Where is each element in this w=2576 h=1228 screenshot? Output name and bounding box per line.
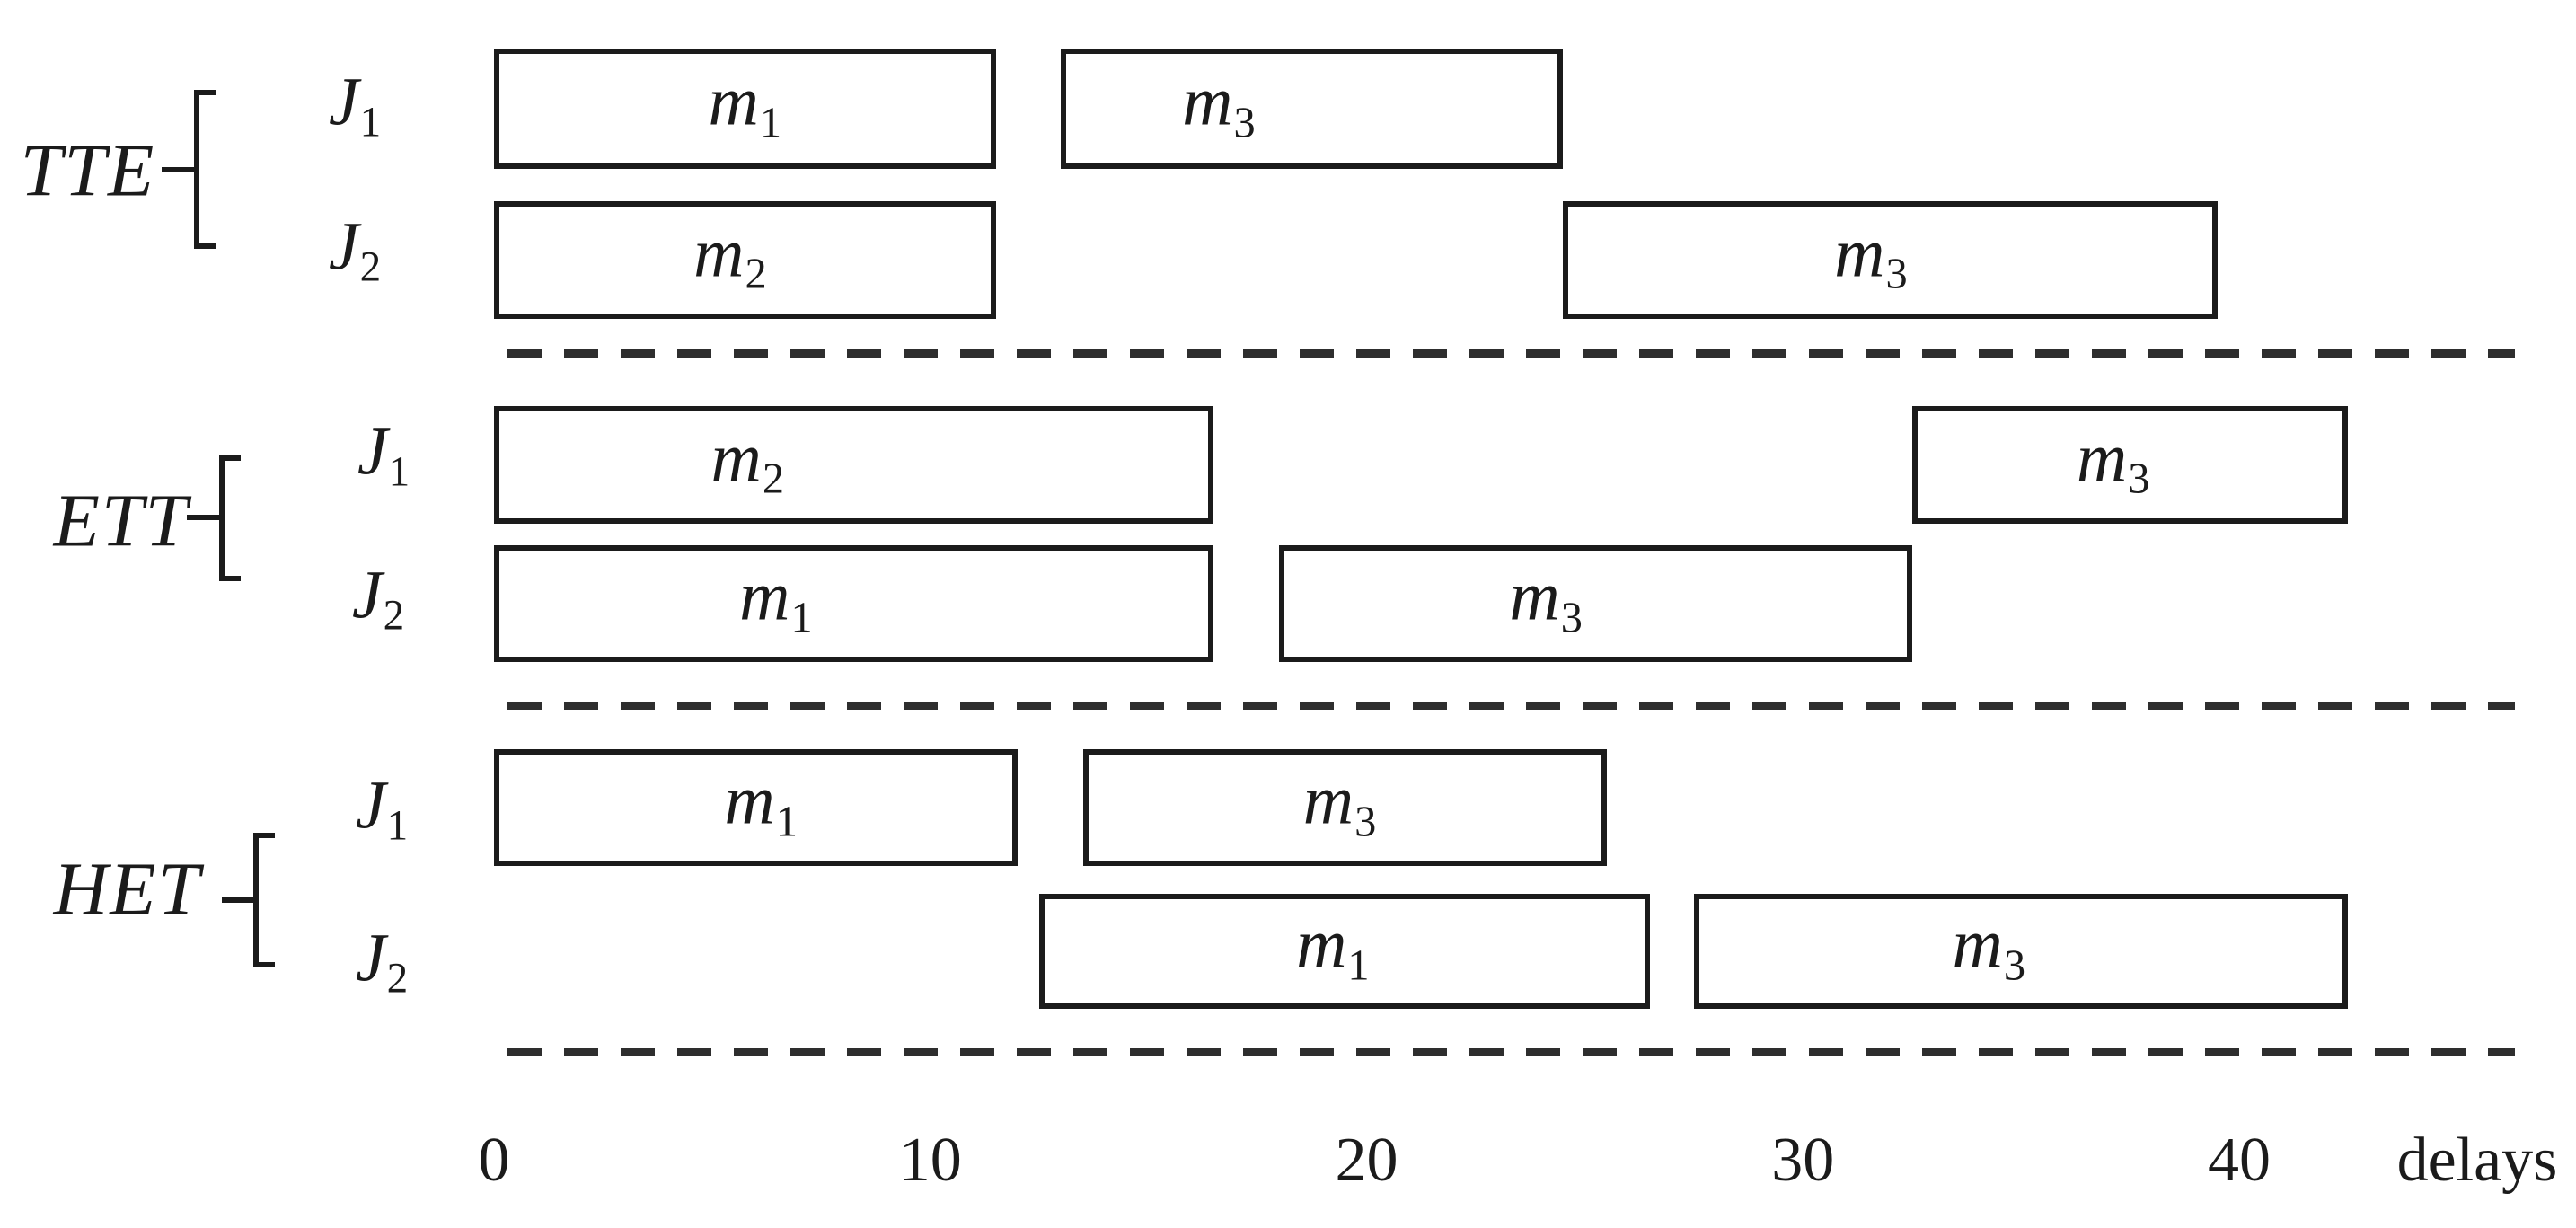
axis-tick-label-40: 40 <box>2208 1126 2271 1195</box>
job-label-ett-j2: J2 <box>351 557 405 640</box>
block-label-m2: m2 <box>693 213 767 298</box>
axis-tick-label-30: 30 <box>1771 1126 1835 1195</box>
schedule-block-tte-j2-m3: m3 <box>1563 201 2218 319</box>
job-label-tte-j1: J1 <box>328 64 382 146</box>
schedule-block-het-j2-m1: m1 <box>1039 894 1651 1009</box>
schedule-block-ett-j2-m3: m3 <box>1279 545 1912 662</box>
group-label-ett: ETT <box>53 479 190 563</box>
axis-tick-label-10: 10 <box>898 1126 962 1195</box>
schedule-block-ett-j1-m2: m2 <box>494 406 1214 524</box>
axis-tick-label-20: 20 <box>1335 1126 1398 1195</box>
block-label-m1: m1 <box>739 557 813 642</box>
schedule-block-tte-j2-m2: m2 <box>494 201 996 319</box>
separator-dashed-line <box>507 702 2515 710</box>
block-label-m3: m3 <box>2076 418 2150 503</box>
job-label-tte-j2: J2 <box>328 208 382 291</box>
schedule-block-ett-j2-m1: m1 <box>494 545 1214 662</box>
group-connector-dash <box>187 515 219 520</box>
block-label-m3: m3 <box>1952 905 2026 990</box>
block-label-m3: m3 <box>1182 61 1256 147</box>
block-label-m1: m1 <box>708 61 782 147</box>
group-connector-dash <box>222 897 254 903</box>
axis-tick-label-0: 0 <box>478 1126 510 1195</box>
job-label-ett-j1: J1 <box>357 413 410 496</box>
job-label-het-j2: J2 <box>355 920 409 1003</box>
group-label-tte: TTE <box>20 128 156 213</box>
separator-dashed-line <box>507 349 2515 358</box>
block-label-m1: m1 <box>724 761 798 846</box>
schedule-block-tte-j1-m3: m3 <box>1061 49 1564 169</box>
group-connector-dash <box>162 167 194 172</box>
group-brace <box>219 455 241 581</box>
axis-unit-label: delays <box>2396 1126 2558 1195</box>
group-label-het: HET <box>53 847 202 932</box>
schedule-block-het-j1-m1: m1 <box>494 749 1018 866</box>
job-label-het-j1: J1 <box>355 767 409 850</box>
block-label-m3: m3 <box>1509 557 1583 642</box>
block-label-m1: m1 <box>1296 905 1370 990</box>
block-label-m2: m2 <box>710 418 785 503</box>
schedule-block-tte-j1-m1: m1 <box>494 49 996 169</box>
block-label-m3: m3 <box>1302 761 1377 846</box>
group-brace <box>194 90 216 249</box>
schedule-block-ett-j1-m3: m3 <box>1911 406 2349 524</box>
schedule-block-het-j2-m3: m3 <box>1693 894 2349 1009</box>
schedule-block-het-j1-m3: m3 <box>1082 749 1607 866</box>
group-brace <box>253 833 275 967</box>
block-label-m3: m3 <box>1834 213 1908 298</box>
separator-dashed-line <box>507 1048 2515 1056</box>
